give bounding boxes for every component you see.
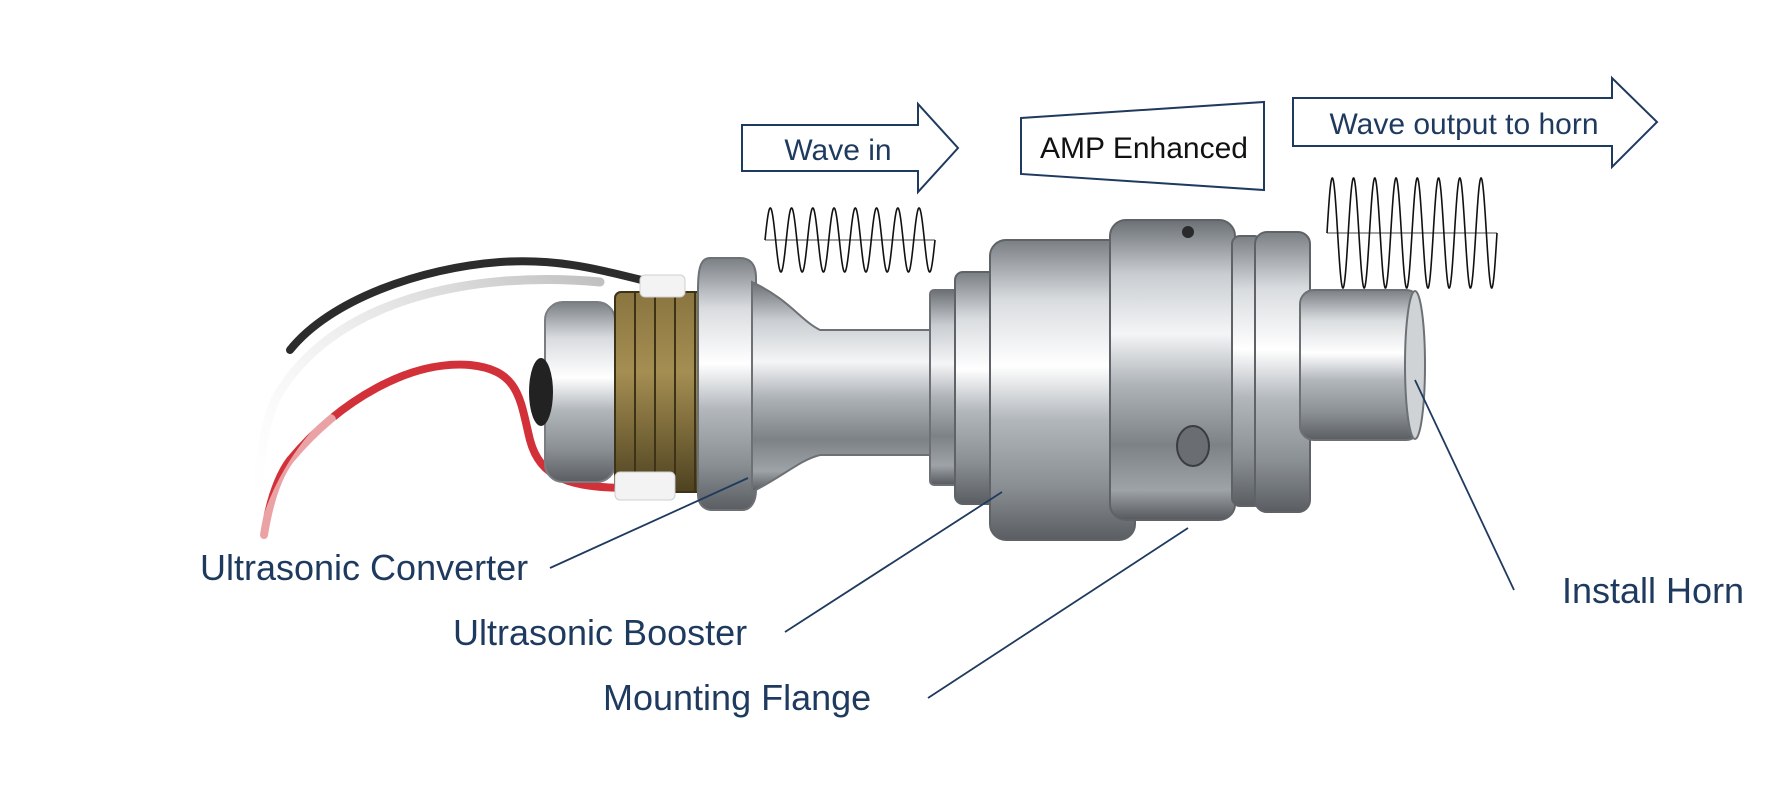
black-wire (286, 257, 654, 354)
output-waveform (1326, 177, 1498, 289)
horn-output-stud (1299, 289, 1421, 441)
wave-in-arrow-shape (741, 101, 960, 195)
transducer-assembly (254, 219, 1426, 541)
mounting-flange-ring (1109, 219, 1236, 521)
white-insulation (614, 471, 676, 501)
grey-wire (254, 275, 605, 540)
flange-screw-hole (1182, 226, 1194, 238)
white-insulation (639, 274, 686, 298)
converter-leader (549, 477, 749, 569)
input-wave-curve (764, 207, 936, 273)
horn-leader (1414, 379, 1515, 591)
wave-output-arrow: Wave output to horn (1292, 75, 1659, 170)
wave-output-arrow-shape (1292, 75, 1659, 170)
red-wire-fade (258, 414, 336, 541)
amp-enhanced-label: AMP Enhanced (1040, 132, 1248, 165)
flange-leader (927, 527, 1189, 699)
leader-lines (549, 379, 1515, 699)
install-horn-label: Install Horn (1562, 570, 1744, 611)
horn-output-face (1404, 290, 1426, 440)
mounting-flange-label: Mounting Flange (603, 677, 871, 718)
amp-enhanced-trapezoid: AMP Enhanced (1020, 100, 1265, 192)
input-waveform (764, 207, 936, 273)
converter-flange (697, 257, 757, 511)
converter-end-cap (544, 301, 616, 483)
converter-neck (751, 280, 961, 494)
wave-output-label: Wave output to horn (1329, 108, 1598, 141)
output-wave-curve (1326, 177, 1498, 289)
amp-trapezoid-shape (1020, 100, 1265, 192)
ultrasonic-converter-label: Ultrasonic Converter (200, 547, 528, 588)
wave-in-arrow: Wave in (741, 101, 960, 195)
cable-grommet (529, 358, 553, 426)
wave-in-label: Wave in (784, 134, 891, 167)
booster-leader (784, 491, 1003, 633)
ultrasonic-booster-label: Ultrasonic Booster (453, 612, 747, 653)
flange-set-screw (1176, 425, 1210, 467)
